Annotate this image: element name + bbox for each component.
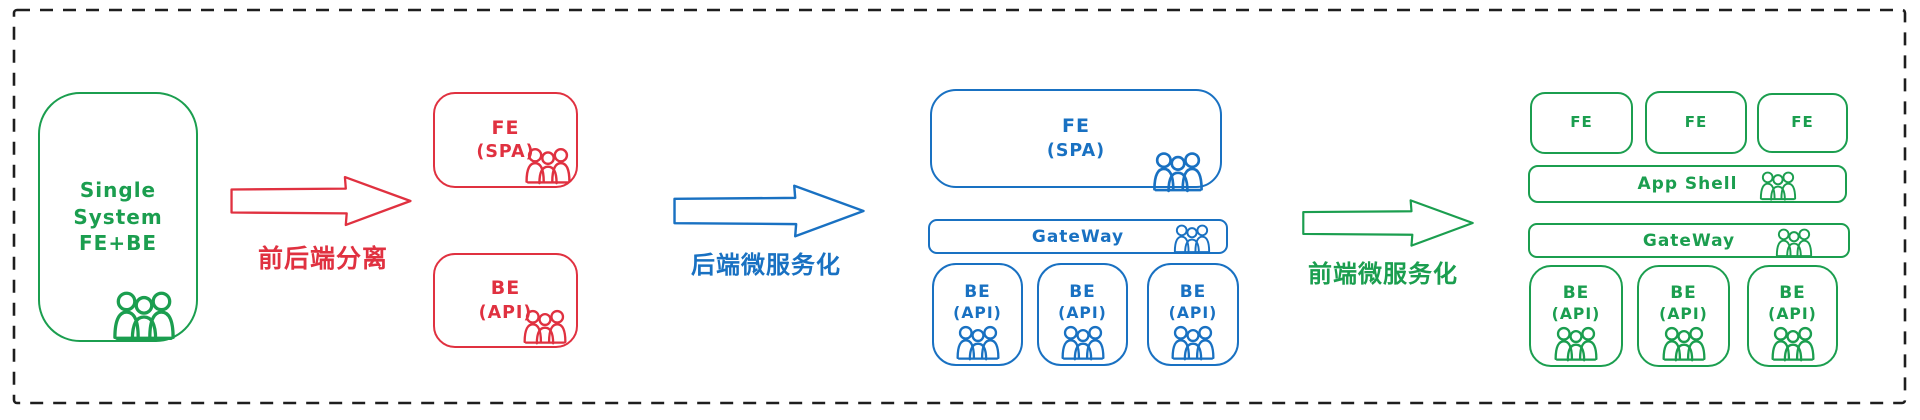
gateway-label: GateWay: [1642, 230, 1736, 251]
users-icon: [955, 324, 1001, 362]
gateway-bar: GateWay: [1528, 223, 1850, 258]
users-icon: [1553, 325, 1599, 363]
monolith-title-line2: FE+BE: [79, 231, 157, 256]
fe-label: FE: [1570, 113, 1593, 132]
users-icon: [1661, 325, 1707, 363]
be-api-line1: BE: [1779, 283, 1806, 303]
fe-spa-box: FE (SPA): [433, 92, 578, 188]
gateway-label: GateWay: [1031, 226, 1125, 247]
be-api-box: BE (API): [433, 253, 578, 348]
fe-spa-line2: (SPA): [476, 142, 535, 162]
users-icon: [1060, 324, 1106, 362]
be-api-line2: (API): [1659, 304, 1708, 324]
gateway-bar: GateWay: [928, 219, 1228, 254]
fe-spa-line2: (SPA): [1046, 140, 1106, 161]
be-api-service-box: BE (API): [1147, 263, 1239, 366]
be-api-line1: BE: [1069, 282, 1096, 302]
users-icon: [112, 288, 176, 344]
arrow-backend-microservices: [666, 182, 872, 240]
monolith-title-line1: Single System: [73, 178, 163, 229]
arrow-fe-be-split: [228, 170, 414, 232]
fe-label: FE: [1791, 113, 1814, 132]
fe-spa-line1: FE: [491, 116, 520, 139]
be-api-line2: (API): [1768, 304, 1817, 324]
be-api-service-box: BE (API): [932, 263, 1023, 366]
be-api-line1: BE: [1562, 283, 1590, 303]
arrow-frontend-microservices: [1273, 197, 1503, 249]
be-api-line2: (API): [1551, 304, 1601, 324]
users-icon: [1170, 324, 1216, 362]
app-shell-bar: App Shell: [1528, 165, 1847, 203]
fe-micro-box: FE: [1645, 91, 1747, 154]
be-api-service-box: BE (API): [1747, 265, 1838, 367]
users-icon: [1757, 170, 1799, 202]
be-api-service-box: BE (API): [1037, 263, 1128, 366]
be-api-line1: BE: [964, 282, 991, 302]
users-icon: [1772, 227, 1816, 259]
users-icon: [1152, 150, 1204, 194]
fe-spa-line1: FE: [1062, 115, 1090, 138]
be-api-line2: (API): [1058, 303, 1107, 323]
arrow-backend-microservices-label: 后端微服务化: [691, 251, 841, 279]
fe-spa-box-large: FE (SPA): [930, 89, 1222, 188]
users-icon: [1770, 325, 1816, 363]
fe-micro-box: FE: [1530, 92, 1633, 154]
fe-label: FE: [1684, 112, 1708, 131]
app-shell-label: App Shell: [1637, 174, 1738, 194]
fe-micro-box: FE: [1757, 93, 1848, 153]
be-api-line2: (API): [1168, 303, 1218, 323]
be-api-line1: BE: [1670, 283, 1697, 303]
arrow-frontend-microservices-label: 前端微服务化: [1308, 260, 1458, 288]
be-api-line2: (API): [953, 303, 1002, 323]
be-api-line2: (API): [478, 302, 533, 323]
users-icon: [1170, 223, 1214, 255]
be-api-line1: BE: [490, 277, 521, 300]
be-api-service-box: BE (API): [1637, 265, 1730, 367]
monolith-box: Single System FE+BE: [38, 92, 198, 342]
be-api-service-box: BE (API): [1529, 265, 1623, 367]
be-api-line1: BE: [1179, 282, 1207, 302]
arrow-fe-be-split-label: 前后端分离: [257, 244, 388, 273]
